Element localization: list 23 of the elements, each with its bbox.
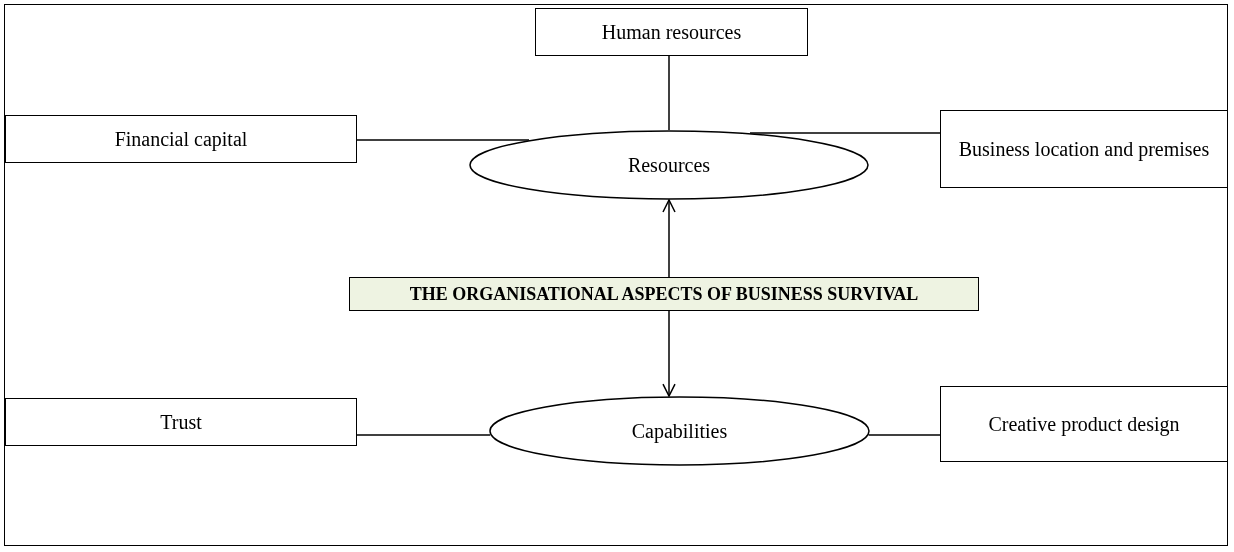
node-label: Creative product design — [988, 412, 1180, 438]
node-label: Resources — [627, 153, 711, 178]
node-label: THE ORGANISATIONAL ASPECTS OF BUSINESS SURVIVAL — [409, 282, 919, 306]
connector-line — [668, 55, 670, 131]
node-label: Financial capital — [114, 127, 248, 153]
ellipse-node — [489, 396, 870, 466]
node-label: Trust — [160, 410, 202, 435]
connector-line — [868, 434, 941, 436]
connector-line — [749, 132, 941, 134]
text-box — [535, 8, 808, 56]
ellipse-node — [469, 130, 869, 200]
text-box — [5, 115, 357, 163]
title-box — [349, 277, 979, 311]
text-box — [5, 398, 357, 446]
connector-line — [356, 434, 491, 436]
text-box — [940, 386, 1228, 462]
arrow — [662, 199, 676, 278]
text-box — [940, 110, 1228, 188]
arrow — [662, 310, 676, 397]
connector-line — [356, 139, 530, 141]
node-label: Human resources — [601, 20, 742, 45]
node-label: Capabilities — [631, 419, 728, 445]
node-label: Business location and premises — [958, 137, 1210, 163]
